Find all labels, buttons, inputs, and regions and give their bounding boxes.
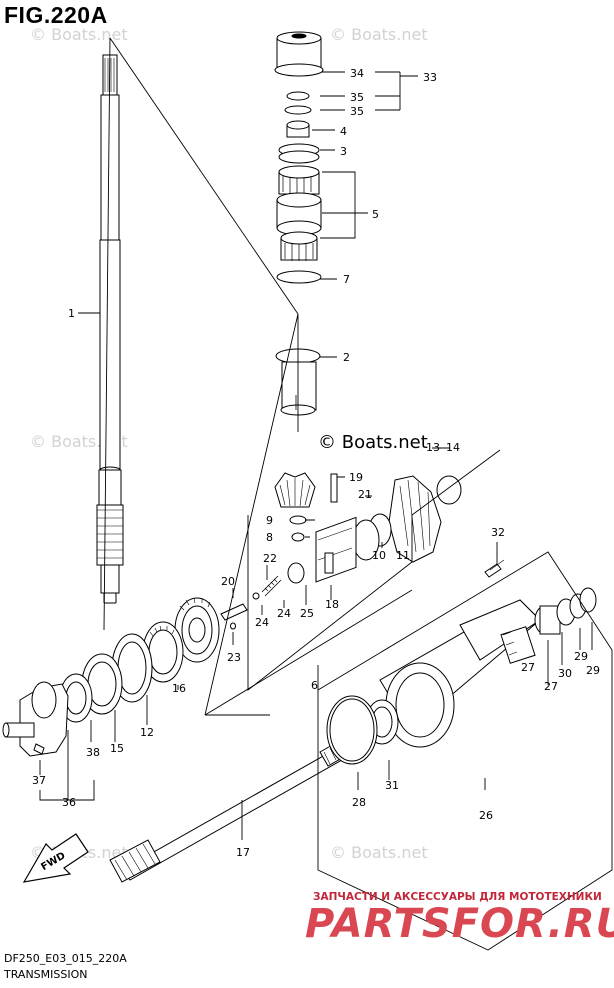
- callout-31: 31: [385, 779, 399, 792]
- spacer-part: [291, 532, 305, 542]
- callout-19: 19: [349, 471, 363, 484]
- callout-26: 26: [479, 809, 493, 822]
- seal-stack-part: [534, 587, 597, 635]
- callout-22: 22: [263, 552, 277, 565]
- callout-5: 5: [372, 208, 379, 221]
- pin-part: [330, 473, 338, 503]
- callout-4: 4: [340, 125, 347, 138]
- promo-brand-logo: PARTSFOR.RU: [305, 901, 614, 947]
- clutch-assembly-part: [315, 513, 392, 583]
- callout-10: 10: [372, 549, 386, 562]
- washer-part: [289, 515, 307, 525]
- callout-7: 7: [343, 273, 350, 286]
- plunger-parts: [220, 562, 305, 630]
- callout-27a: 27: [521, 661, 535, 674]
- callout-9: 9: [266, 514, 273, 527]
- callout-34: 34: [350, 67, 364, 80]
- callout-25: 25: [300, 607, 314, 620]
- callout-15: 15: [110, 742, 124, 755]
- watermark-bottom-right: © Boats.net: [330, 843, 428, 862]
- callout-24a: 24: [255, 616, 269, 629]
- thrust-bearing-part: [142, 621, 184, 683]
- bolt-part: [484, 559, 505, 578]
- callout-13: 13: [426, 441, 440, 454]
- watermark-center: © Boats.net: [318, 432, 428, 453]
- callout-14: 14: [446, 441, 460, 454]
- callout-36: 36: [62, 796, 76, 809]
- callout-37: 37: [32, 774, 46, 787]
- figure-title: FIG.220A: [4, 2, 108, 28]
- watermark-top-right: © Boats.net: [330, 25, 428, 44]
- callout-35a: 35: [350, 91, 364, 104]
- promo-tagline: ЗАПЧАСТИ И АКСЕССУАРЫ ДЛЯ МОТОТЕХНИКИ: [313, 891, 602, 903]
- figure-code: DF250_E03_015_220A: [4, 952, 127, 965]
- callout-27b: 27: [544, 680, 558, 693]
- callout-18: 18: [325, 598, 339, 611]
- callout-24b: 24: [277, 607, 291, 620]
- callout-32: 32: [491, 526, 505, 539]
- callout-17: 17: [236, 846, 250, 859]
- reverse-gear-part: [174, 597, 220, 663]
- callout-labels: 1 2 3 4 5 6 7 8 9 10 11 12 13 14 15 16 1…: [32, 67, 600, 873]
- callout-28: 28: [352, 796, 366, 809]
- drive-shaft-part: [96, 54, 124, 604]
- callout-33: 33: [423, 71, 437, 84]
- watermark-top-left: © Boats.net: [30, 25, 128, 44]
- callout-38: 38: [86, 746, 100, 759]
- upper-bearing-stack-part: [274, 31, 324, 284]
- callout-2: 2: [343, 351, 350, 364]
- figure-caption: TRANSMISSION: [4, 968, 88, 981]
- callout-35b: 35: [350, 105, 364, 118]
- callout-21: 21: [358, 488, 372, 501]
- leader-lines: [39, 37, 613, 951]
- callout-29a: 29: [574, 650, 588, 663]
- pinion-gear-part: [274, 472, 316, 508]
- callout-8: 8: [266, 531, 273, 544]
- callout-23: 23: [227, 651, 241, 664]
- callout-1: 1: [68, 307, 75, 320]
- callout-29b: 29: [586, 664, 600, 677]
- callout-30: 30: [558, 667, 572, 680]
- callout-20: 20: [221, 575, 235, 588]
- prop-shaft-housing-part: [379, 599, 541, 748]
- callout-11: 11: [396, 549, 410, 562]
- callout-16: 16: [172, 682, 186, 695]
- propeller-shaft-part: [109, 735, 357, 883]
- callout-3: 3: [340, 145, 347, 158]
- callout-12: 12: [140, 726, 154, 739]
- fwd-arrow: [22, 833, 89, 883]
- housing-36-part: [2, 681, 69, 757]
- callout-6: 6: [311, 679, 318, 692]
